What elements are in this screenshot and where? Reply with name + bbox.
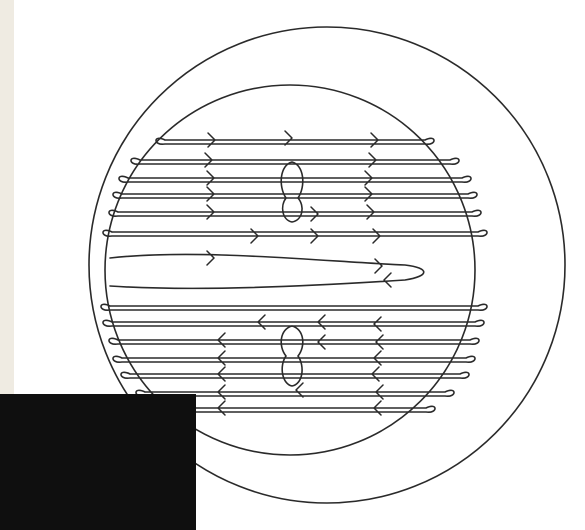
loop-group: [281, 162, 303, 386]
field-line: [109, 210, 481, 216]
arrow-group: [205, 131, 391, 415]
field-line: [101, 304, 487, 310]
field-line: [121, 372, 469, 378]
arrow-right-icon: [285, 131, 292, 145]
arrow-right-icon: [311, 207, 318, 221]
arrow-right-icon: [375, 259, 382, 273]
field-line: [113, 192, 477, 198]
upper-loop: [281, 162, 303, 222]
arrow-left-icon: [296, 383, 303, 397]
field-line: [156, 138, 434, 144]
field-line: [109, 338, 479, 344]
lower-loop: [281, 326, 303, 386]
arrow-right-icon: [207, 251, 214, 265]
arrow-left-icon: [374, 317, 381, 331]
arrow-left-icon: [318, 335, 325, 349]
field-line: [159, 406, 435, 412]
field-line: [103, 320, 484, 326]
field-line: [103, 230, 487, 236]
black-overlay-block: [0, 394, 196, 530]
field-line: [119, 176, 471, 182]
arrow-left-icon: [384, 273, 391, 287]
arrow-left-icon: [376, 335, 383, 349]
field-line: [113, 356, 475, 362]
field-lines-group: [101, 138, 487, 412]
